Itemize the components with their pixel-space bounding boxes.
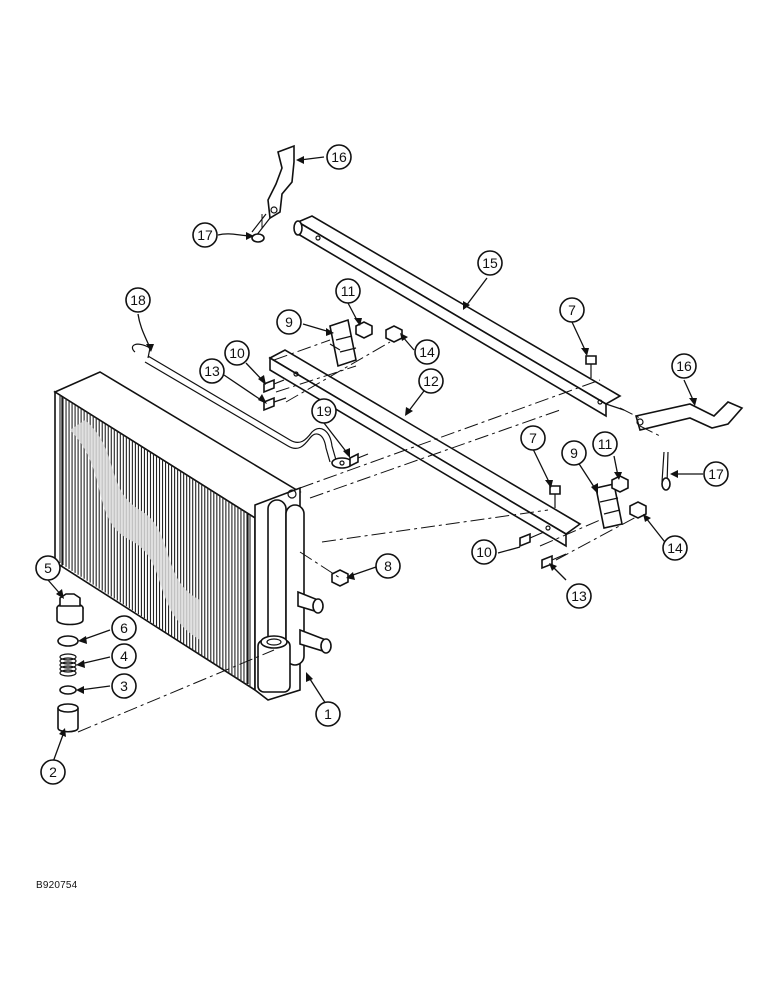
svg-text:14: 14 bbox=[667, 540, 683, 556]
callout-18: 18 bbox=[125, 287, 151, 313]
callout-12: 12 bbox=[418, 368, 444, 394]
svg-text:6: 6 bbox=[120, 620, 128, 636]
svg-text:17: 17 bbox=[708, 466, 724, 482]
filler-cap-stack bbox=[56, 593, 84, 733]
callout-9-upper: 9 bbox=[276, 309, 302, 335]
radiator-side-tank bbox=[254, 486, 332, 701]
svg-text:17: 17 bbox=[197, 227, 213, 243]
svg-text:11: 11 bbox=[598, 436, 613, 452]
callout-2: 2 bbox=[40, 759, 66, 785]
callout-17-upper: 17 bbox=[192, 222, 218, 248]
drawing-number: B920754 bbox=[36, 880, 78, 891]
svg-text:9: 9 bbox=[285, 314, 293, 330]
svg-text:5: 5 bbox=[44, 560, 52, 576]
callout-8: 8 bbox=[375, 553, 401, 579]
svg-text:14: 14 bbox=[419, 344, 435, 360]
callout-13-upper: 13 bbox=[199, 358, 225, 384]
svg-text:18: 18 bbox=[130, 292, 146, 308]
svg-text:13: 13 bbox=[571, 588, 587, 604]
callout-3: 3 bbox=[111, 673, 137, 699]
callout-15: 15 bbox=[477, 250, 503, 276]
svg-text:10: 10 bbox=[229, 345, 245, 361]
svg-text:2: 2 bbox=[49, 764, 57, 780]
callout-10-lower: 10 bbox=[471, 539, 497, 565]
svg-text:7: 7 bbox=[529, 430, 537, 446]
callout-6: 6 bbox=[111, 615, 137, 641]
callout-group: 1 2 3 4 5 6 7 7 8 9 9 10 10 11 11 12 13 … bbox=[35, 144, 729, 785]
hairpin-clip-upper bbox=[251, 213, 271, 243]
callout-11-lower: 11 bbox=[592, 431, 618, 457]
callout-7-lower: 7 bbox=[520, 425, 546, 451]
svg-text:1: 1 bbox=[324, 706, 332, 722]
callout-16-upper: 16 bbox=[326, 144, 352, 170]
hairpin-clip-lower bbox=[661, 451, 671, 491]
svg-text:19: 19 bbox=[316, 403, 332, 419]
callout-16-lower: 16 bbox=[671, 353, 697, 379]
assembly-lines bbox=[77, 214, 661, 733]
fasteners bbox=[263, 321, 647, 587]
callout-1: 1 bbox=[315, 701, 341, 727]
svg-text:7: 7 bbox=[568, 302, 576, 318]
svg-text:11: 11 bbox=[341, 283, 356, 299]
svg-text:12: 12 bbox=[423, 373, 439, 389]
svg-text:9: 9 bbox=[570, 445, 578, 461]
callout-13-lower: 13 bbox=[566, 583, 592, 609]
callout-14-upper: 14 bbox=[414, 339, 440, 365]
svg-text:4: 4 bbox=[120, 648, 128, 664]
callout-4: 4 bbox=[111, 643, 137, 669]
spring bbox=[59, 653, 77, 677]
callout-9-lower: 9 bbox=[561, 440, 587, 466]
mounting-strap-upper bbox=[267, 144, 295, 220]
svg-text:16: 16 bbox=[331, 149, 347, 165]
lower-support-bar bbox=[268, 349, 582, 548]
svg-text:15: 15 bbox=[482, 255, 498, 271]
callout-7-upper: 7 bbox=[559, 297, 585, 323]
callout-17-lower: 17 bbox=[703, 461, 729, 487]
clamp-plate-upper bbox=[329, 318, 357, 368]
callout-14-lower: 14 bbox=[662, 535, 688, 561]
svg-text:13: 13 bbox=[204, 363, 220, 379]
callout-leaders bbox=[47, 156, 703, 763]
clamp-plate-lower bbox=[595, 483, 623, 529]
radiator-core bbox=[53, 371, 302, 692]
callout-10-upper: 10 bbox=[224, 340, 250, 366]
callout-5: 5 bbox=[35, 555, 61, 581]
callout-11-upper: 11 bbox=[335, 278, 361, 304]
mounting-strap-lower bbox=[634, 401, 744, 431]
svg-text:3: 3 bbox=[120, 678, 128, 694]
svg-text:8: 8 bbox=[384, 558, 392, 574]
svg-text:10: 10 bbox=[476, 544, 492, 560]
callout-19: 19 bbox=[311, 398, 337, 424]
svg-text:16: 16 bbox=[676, 358, 692, 374]
